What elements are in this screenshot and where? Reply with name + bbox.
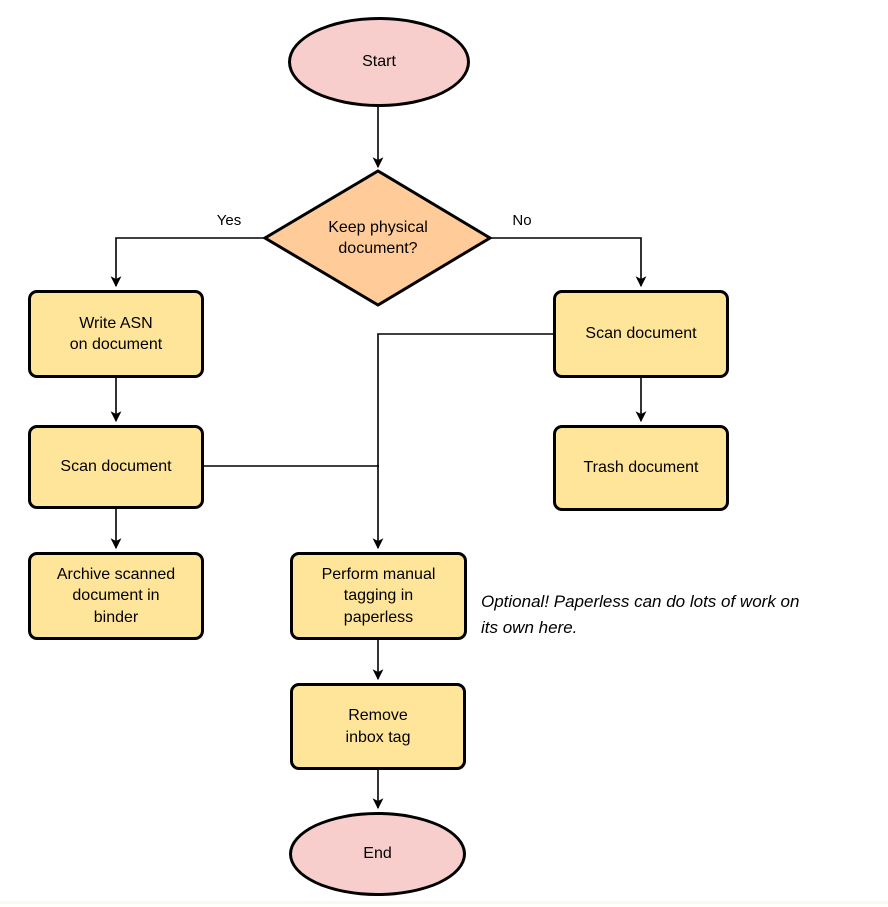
node-end: End — [289, 812, 466, 896]
node-remove-inbox-tag: Remove inbox tag — [290, 683, 466, 770]
node-decision-label: Keep physical document? — [328, 218, 428, 257]
node-archive-scanned-document: Archive scanned document in binder — [28, 552, 204, 640]
bottom-edge-rule — [0, 901, 888, 904]
node-scan-document-right: Scan document — [553, 290, 729, 378]
optional-note: Optional! Paperless can do lots of work … — [481, 592, 800, 637]
decision-diamond-shape — [262, 169, 493, 307]
node-scan-document-left: Scan document — [28, 425, 204, 509]
edge-scan-right-to-perform-tagging — [372, 333, 553, 550]
edge-decision-to-write-asn — [110, 237, 266, 288]
node-start: Start — [288, 17, 470, 107]
edge-decision-to-scan-right — [489, 237, 647, 288]
edge-label-yes: Yes — [216, 212, 242, 229]
node-write-asn-on-document: Write ASN on document — [28, 290, 204, 378]
node-perform-manual-tagging: Perform manual tagging in paperless — [290, 552, 467, 640]
node-trash-document: Trash document — [553, 425, 729, 511]
edge-label-no: No — [512, 212, 532, 229]
